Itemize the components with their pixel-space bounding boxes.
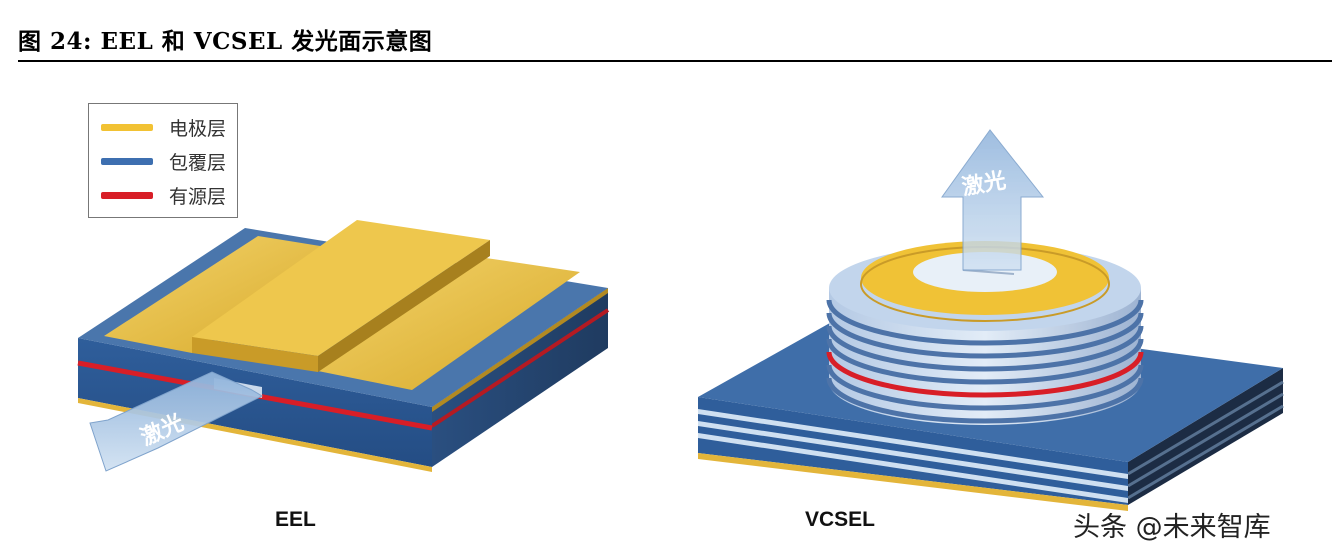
legend-label-electrode: 电极层: [169, 117, 227, 140]
vcsel-aperture-mark: [962, 269, 1015, 275]
legend-item-active: 有源层: [101, 181, 226, 209]
vcsel-laser-arrow: [941, 129, 1045, 271]
legend-label-cladding: 包覆层: [169, 151, 227, 174]
eel-side-face: [432, 288, 608, 467]
eel-electrode-left: [104, 236, 345, 353]
vcsel-base-bottom-gold: [698, 453, 1128, 511]
vcsel-mesa-layers: [826, 299, 1144, 424]
eel-ridge-top: [192, 220, 490, 356]
vcsel-base-front-stripes: [698, 409, 1128, 503]
watermark: 头条 @未来智库: [1073, 512, 1271, 543]
vcsel-base-side: [1128, 368, 1283, 505]
title-rule: [18, 60, 1332, 62]
legend-item-electrode: 电极层: [101, 113, 226, 141]
eel-caption: EEL: [275, 508, 316, 531]
legend-label-active: 有源层: [169, 185, 227, 208]
legend-swatch-active: [101, 191, 153, 199]
vcsel-chip: [698, 241, 1284, 511]
legend-item-cladding: 包覆层: [101, 147, 226, 175]
figure-title: 图 24: EEL 和 VCSEL 发光面示意图: [18, 28, 433, 55]
eel-front-face: [78, 338, 432, 467]
vcsel-base-front: [698, 397, 1128, 505]
eel-electrode-right: [318, 258, 580, 390]
vcsel-base-side-stripes: [1127, 380, 1284, 500]
legend: 电极层 包覆层 有源层: [88, 103, 238, 218]
eel-chip: [77, 220, 610, 472]
legend-swatch-cladding: [101, 157, 153, 165]
eel-ridge-side: [318, 240, 490, 372]
eel-ridge-front: [192, 337, 318, 372]
vcsel-caption: VCSEL: [805, 508, 876, 531]
legend-swatch-electrode: [101, 123, 153, 131]
eel-side-electrode: [432, 288, 608, 412]
eel-side-active-line: [430, 308, 610, 428]
eel-laser-arrow: [89, 371, 264, 472]
